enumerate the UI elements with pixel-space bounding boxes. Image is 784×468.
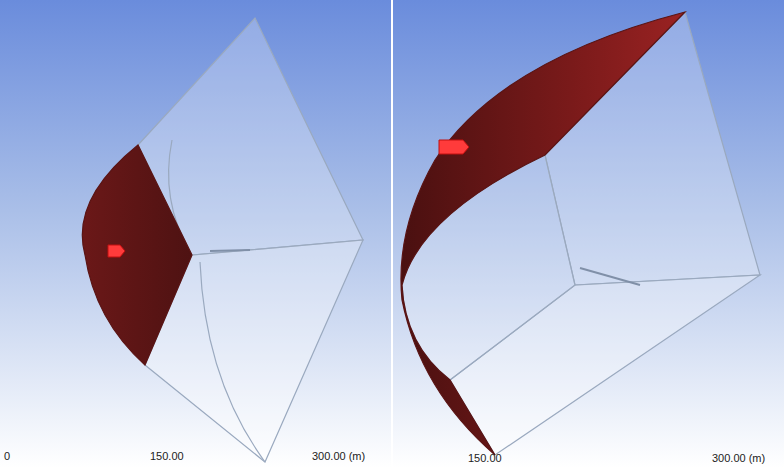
face-marker bbox=[108, 245, 125, 257]
face-marker bbox=[439, 140, 469, 154]
inner-sliver bbox=[580, 268, 640, 285]
scale-label: 150.00 bbox=[150, 450, 184, 463]
selected-face bbox=[82, 145, 192, 365]
left-view bbox=[82, 18, 363, 462]
scale-label: 150.00 bbox=[468, 452, 502, 465]
scale-label: 300.00 (m) bbox=[712, 452, 765, 465]
selected-face bbox=[401, 12, 685, 455]
scale-label: 0 bbox=[4, 450, 10, 463]
inner-sliver bbox=[210, 250, 250, 251]
right-view bbox=[401, 12, 760, 455]
inner-edge bbox=[200, 262, 265, 462]
panel-divider bbox=[391, 0, 393, 468]
scale-label: 300.00 (m) bbox=[312, 450, 365, 463]
